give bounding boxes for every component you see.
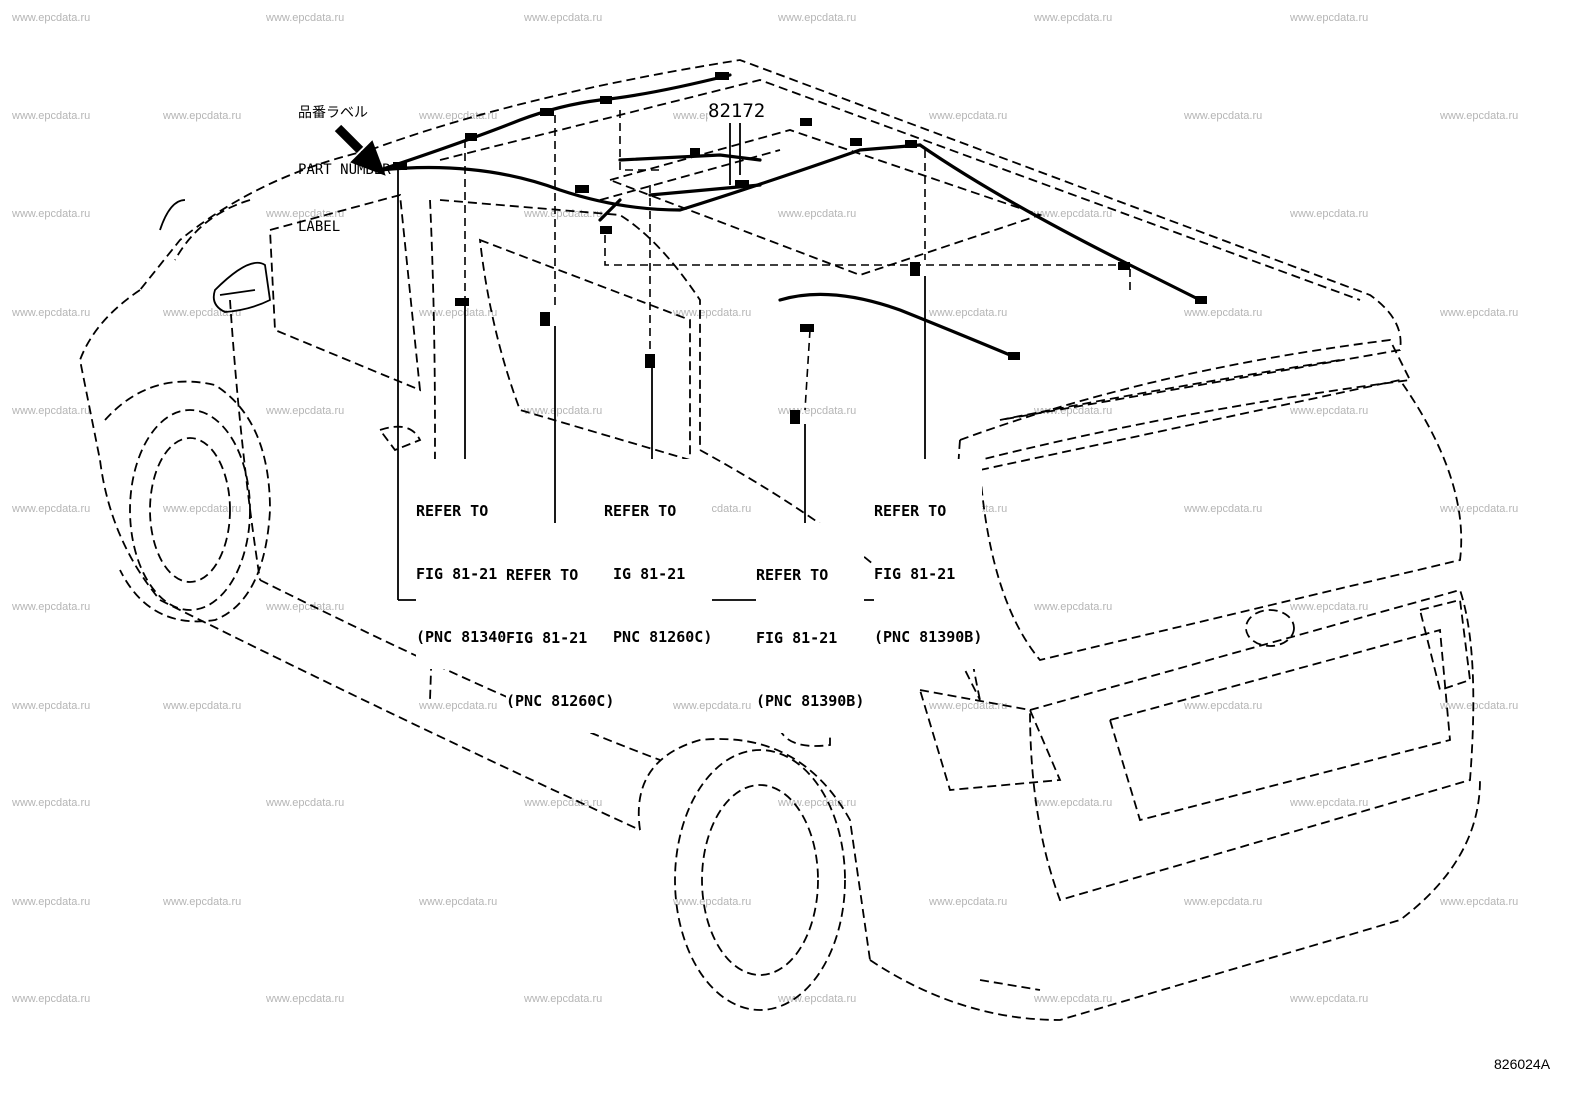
watermark-text: www.epcdata.ru (524, 993, 603, 1005)
callout-81390b-upper: REFER TO FIG 81-21 (PNC 81390B) (874, 459, 983, 669)
watermark-text: www.epcdata.ru (524, 405, 603, 417)
watermark-text: www.epcdata.ru (1034, 993, 1113, 1005)
watermark-text: www.epcdata.ru (1290, 405, 1369, 417)
watermark-text: www.epcdata.ru (1440, 700, 1519, 712)
callout-line: REFER TO (604, 502, 677, 520)
dashed-leaders (464, 110, 1131, 411)
door-mirror (159, 199, 271, 313)
callout-line: (PNC 81260C) (604, 628, 713, 646)
watermark-text: www.epcdata.ru (673, 896, 752, 908)
part-number-82172: 82172 (708, 100, 766, 122)
watermark-text: www.epcdata.ru (12, 700, 91, 712)
callout-line: FIG 81-21 (506, 629, 588, 647)
watermark-text: www.epcdata.ru (778, 797, 857, 809)
callout-line: FIG 81-21 (874, 565, 956, 583)
watermark-text: www.epcdata.ru (1290, 993, 1369, 1005)
watermark-text: www.epcdata.ru (1290, 797, 1369, 809)
part-number-label-text: 品番ラベル PART NUMBER LABEL (298, 66, 391, 256)
watermark-text: www.epcdata.ru (12, 110, 91, 122)
watermark-text: www.epcdata.ru (419, 700, 498, 712)
callout-line: REFER TO (874, 502, 947, 520)
diagram-code: 826024A (1494, 1056, 1551, 1072)
watermark-text: www.epcdata.ru (1184, 503, 1263, 515)
callout-line: FIG 81-21 (416, 565, 498, 583)
watermark-text: www.epcdata.ru (778, 12, 857, 24)
watermark-text: www.epcdata.ru (1034, 797, 1113, 809)
watermark-text: www.epcdata.ru (163, 896, 242, 908)
watermark-text: www.epcdata.ru (163, 110, 242, 122)
watermark-text: www.epcdata.ru (1440, 896, 1519, 908)
watermark-text: www.epcdata.ru (266, 601, 345, 613)
watermark-text: www.epcdata.ru (12, 405, 91, 417)
watermark-text: www.epcdata.ru (266, 208, 345, 220)
label-en-line2: LABEL (298, 219, 341, 235)
watermark-text: www.epcdata.ru (673, 307, 752, 319)
watermark-text: www.epcdata.ru (929, 896, 1008, 908)
vehicle-outline (79, 59, 1481, 1021)
watermark-text: www.epcdata.ru (419, 896, 498, 908)
watermark-text: www.epcdata.ru (12, 12, 91, 24)
watermark-text: www.epcdata.ru (1034, 601, 1113, 613)
label-arrow (334, 124, 386, 176)
watermark-text: www.epcdata.ru (1034, 12, 1113, 24)
watermark-text: www.epcdata.ru (163, 503, 242, 515)
watermark-text: www.epcdata.ru (524, 797, 603, 809)
watermark-text: www.epcdata.ru (419, 110, 498, 122)
wire-harness (378, 73, 1202, 357)
watermark-text: www.epcdata.ru (929, 110, 1008, 122)
callout-81390b-lower: REFER TO FIG 81-21 (PNC 81390B) (756, 523, 865, 733)
label-en-line1: PART NUMBER (298, 162, 391, 178)
watermark-text: www.epcdata.ru (1440, 110, 1519, 122)
watermark-text: www.epcdata.ru (1184, 307, 1263, 319)
watermark-text: www.epcdata.ru (1440, 307, 1519, 319)
watermark-text: www.epcdata.ru (266, 405, 345, 417)
watermark-text: www.epcdata.ru (778, 208, 857, 220)
watermark-text: www.epcdata.ru (1184, 896, 1263, 908)
callout-line: FIG 81-21 (604, 565, 686, 583)
watermark-text: www.epcdata.ru (673, 700, 752, 712)
watermark-text: www.epcdata.ru (929, 307, 1008, 319)
watermark-text: www.epcdata.ru (1184, 110, 1263, 122)
watermark-text: www.epcdata.ru (1290, 12, 1369, 24)
callout-line: (PNC 81260C) (506, 692, 615, 710)
watermark-text: www.epcdata.ru (1184, 700, 1263, 712)
watermark-text: www.epcdata.ru (1290, 208, 1369, 220)
watermark-text: www.epcdata.ru (163, 700, 242, 712)
callout-line: REFER TO (506, 566, 579, 584)
callout-line: REFER TO (756, 566, 829, 584)
callout-81260c-lower: REFER TO FIG 81-21 (PNC 81260C) (506, 523, 615, 733)
watermark-text: www.epcdata.ru (266, 993, 345, 1005)
callout-81260c-upper: REFER TO FIG 81-21 (PNC 81260C) (604, 459, 713, 669)
callout-line: (PNC 81390B) (756, 692, 865, 710)
watermark-text: www.epcdata.ru (266, 12, 345, 24)
callout-line: FIG 81-21 (756, 629, 838, 647)
watermark-text: www.epcdata.ru (12, 797, 91, 809)
connectors (393, 72, 1207, 424)
watermark-text: www.epcdata.ru (419, 307, 498, 319)
watermark-text: www.epcdata.ru (12, 601, 91, 613)
watermark-text: www.epcdata.ru (266, 797, 345, 809)
watermark-text: www.epcdata.ru (524, 12, 603, 24)
callout-line: REFER TO (416, 502, 489, 520)
watermark-text: www.epcdata.ru (12, 896, 91, 908)
watermark-text: www.epcdata.ru (929, 700, 1008, 712)
watermark-text: www.epcdata.ru (12, 503, 91, 515)
watermark-text: www.epcdata.ru (12, 208, 91, 220)
watermark-text: www.epcdata.ru (1034, 208, 1113, 220)
callout-line: (PNC 81390B) (874, 628, 983, 646)
watermark-text: www.epcdata.ru (12, 993, 91, 1005)
watermark-text: www.epcdata.ru (12, 307, 91, 319)
watermark-text: www.epcdata.ru (1290, 601, 1369, 613)
label-jp: 品番ラベル (298, 105, 368, 121)
